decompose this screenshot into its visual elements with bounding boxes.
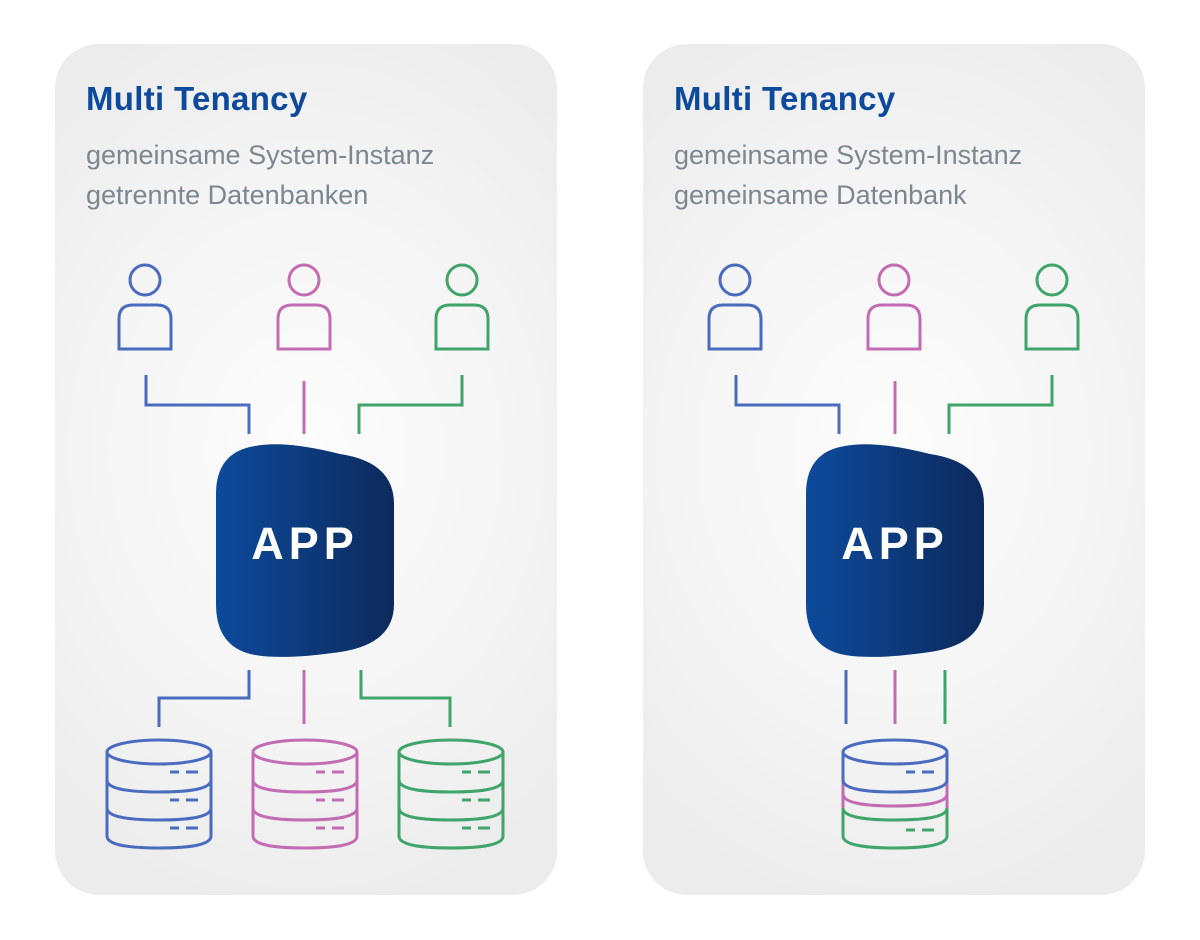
- panel-subtitle-line-2: gemeinsame Datenbank: [674, 180, 967, 210]
- connector-blue-app-db: [157, 670, 251, 727]
- panel-subtitle-line-1: gemeinsame System-Instanz: [86, 140, 435, 170]
- user-icon-blue: [707, 263, 763, 351]
- shared-database-icon: [841, 738, 949, 850]
- panel-separate-databases: Multi Tenancy gemeinsame System-Instanz …: [55, 44, 557, 895]
- user-icon-green: [434, 263, 490, 351]
- app-box: [806, 444, 984, 657]
- panel-title: Multi Tenancy: [86, 80, 308, 117]
- database-icon-pink: [251, 738, 359, 850]
- diagram-shared-database: [707, 263, 1080, 850]
- user-icon-pink: [276, 263, 332, 351]
- user-icon-blue: [117, 263, 173, 351]
- panel-title: Multi Tenancy: [674, 80, 896, 117]
- user-icon-green: [1024, 263, 1080, 351]
- user-icon-pink: [866, 263, 922, 351]
- connector-green-user-app: [357, 375, 464, 434]
- panel-shared-database: Multi Tenancy gemeinsame System-Instanz …: [643, 44, 1145, 895]
- diagram-separate-databases: [105, 263, 505, 850]
- connector-green-user-app: [947, 375, 1054, 434]
- database-icon-green: [397, 738, 505, 850]
- connector-blue-user-app: [734, 375, 841, 434]
- panel-subtitle-line-1: gemeinsame System-Instanz: [674, 140, 1023, 170]
- connector-blue-user-app: [144, 375, 251, 434]
- app-box: [216, 444, 394, 657]
- connector-green-app-db: [359, 670, 452, 727]
- panel-subtitle-line-2: getrennte Datenbanken: [86, 180, 369, 210]
- app-label: APP: [841, 518, 949, 569]
- database-icon-blue: [105, 738, 213, 850]
- app-label: APP: [251, 518, 359, 569]
